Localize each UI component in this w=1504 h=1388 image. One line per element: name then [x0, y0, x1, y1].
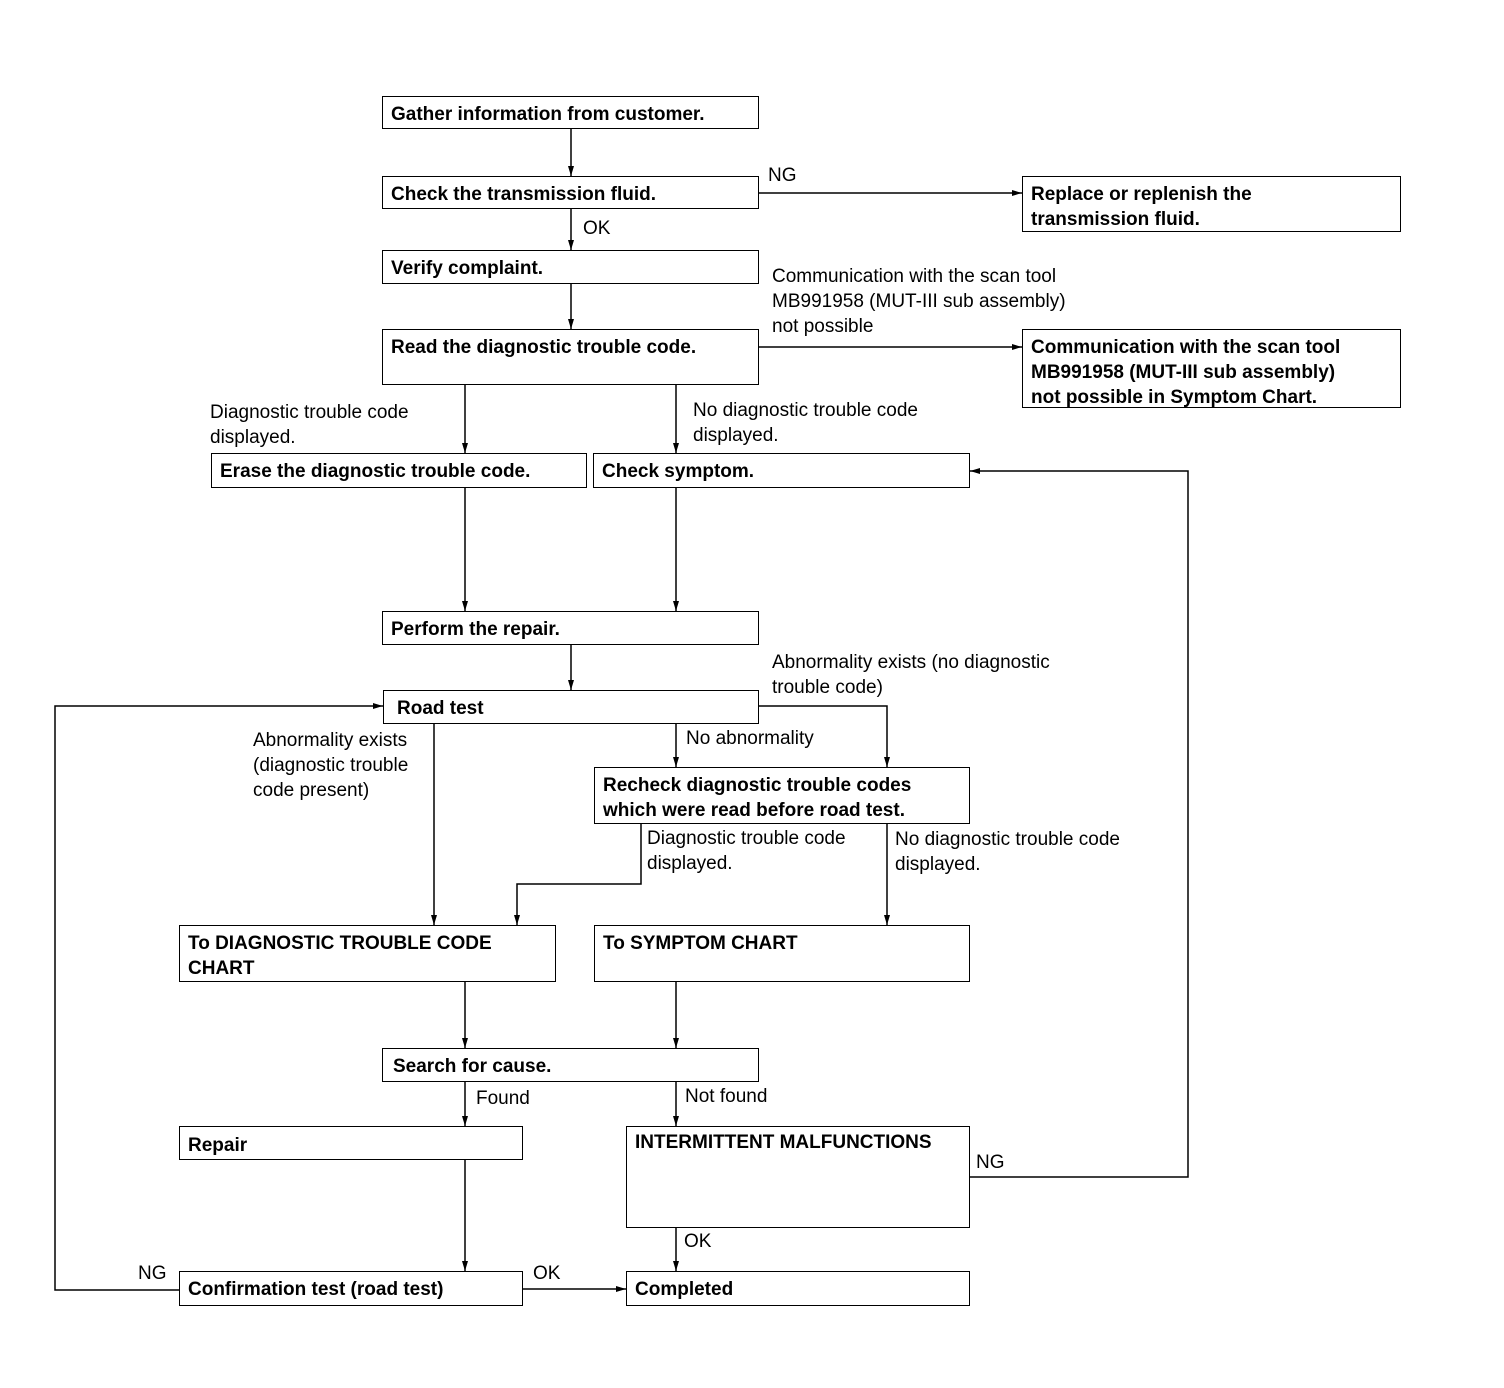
label-not-found: Not found — [685, 1086, 768, 1107]
box-to-dtc-chart: To DIAGNOSTIC TROUBLE CODE CHART — [179, 925, 556, 982]
label-ng-confirmation: NG — [138, 1263, 167, 1284]
box-gather-information: Gather information from customer. — [382, 96, 759, 129]
label-recheck-no-dtc-displayed: No diagnostic trouble code displayed. — [895, 829, 1120, 875]
arrow-intermittent-ng-loop — [970, 468, 1189, 1178]
box-verify-complaint: Verify complaint. — [382, 250, 759, 284]
label-ng-intermittent: NG — [976, 1152, 1005, 1173]
box-repair: Repair — [179, 1126, 523, 1160]
label-communication-not-possible: Communication with the scan tool MB99195… — [772, 266, 1066, 337]
label-ok-confirmation: OK — [533, 1263, 561, 1284]
box-perform-repair: Perform the repair. — [382, 611, 759, 645]
box-replace-fluid: Replace or replenish the transmission fl… — [1022, 176, 1401, 232]
label-ok-fluid: OK — [583, 218, 611, 239]
box-completed: Completed — [626, 1271, 970, 1306]
arrow-confirmation-ng-loop — [54, 703, 383, 1291]
box-search-for-cause: Search for cause. — [382, 1048, 759, 1082]
box-to-symptom-chart: To SYMPTOM CHART — [594, 925, 970, 982]
box-recheck-dtc: Recheck diagnostic trouble codes which w… — [594, 767, 970, 824]
box-communication-symptom-chart: Communication with the scan tool MB99195… — [1022, 329, 1401, 408]
arrow-recheck-to-dtc-chart — [514, 824, 642, 925]
label-abnormality-dtc-present: Abnormality exists (diagnostic trouble c… — [253, 730, 409, 801]
box-read-dtc: Read the diagnostic trouble code. — [382, 329, 759, 385]
label-recheck-dtc-displayed: Diagnostic trouble code displayed. — [647, 828, 846, 874]
label-abnormality-no-dtc: Abnormality exists (no diagnostic troubl… — [772, 652, 1050, 698]
box-road-test: Road test — [383, 690, 759, 724]
label-no-dtc-displayed: No diagnostic trouble code displayed. — [693, 400, 918, 446]
label-dtc-displayed: Diagnostic trouble code displayed. — [210, 402, 409, 448]
box-check-transmission-fluid: Check the transmission fluid. — [382, 176, 759, 209]
label-no-abnormality: No abnormality — [686, 728, 814, 749]
label-ng-fluid: NG — [768, 165, 797, 186]
label-ok-intermittent: OK — [684, 1231, 712, 1252]
box-erase-dtc: Erase the diagnostic trouble code. — [211, 453, 587, 488]
box-check-symptom: Check symptom. — [593, 453, 970, 488]
box-confirmation-test: Confirmation test (road test) — [179, 1271, 523, 1306]
label-found: Found — [476, 1088, 530, 1109]
arrow-road-abn-to-recheck — [759, 705, 890, 767]
box-intermittent-malfunctions: INTERMITTENT MALFUNCTIONS — [626, 1126, 970, 1228]
